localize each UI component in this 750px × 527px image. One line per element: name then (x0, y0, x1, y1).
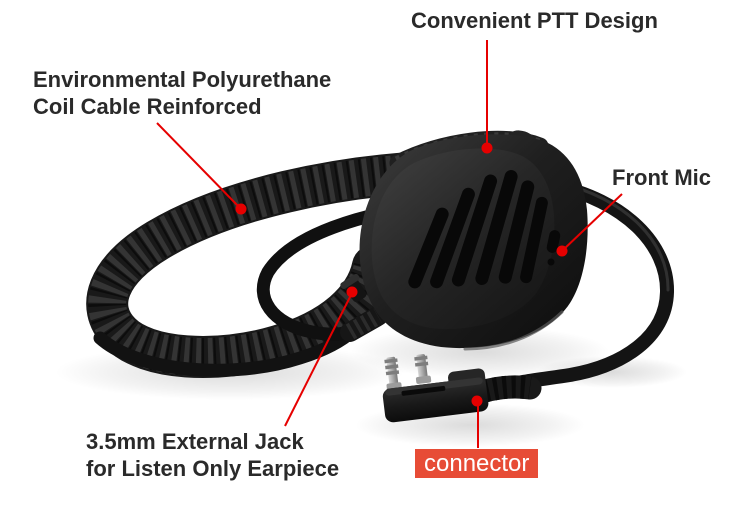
label-coil-cable-line1: Environmental Polyurethane (33, 67, 332, 92)
callouts (156, 40, 623, 448)
callout-connector (471, 395, 483, 448)
callout-dot-front-mic (556, 245, 568, 257)
label-front-mic: Front Mic (612, 165, 711, 190)
bottom-cable (93, 323, 361, 377)
callout-front-mic (556, 193, 623, 257)
label-coil-cable: Environmental Polyurethane Coil Cable Re… (33, 66, 331, 120)
front-mic-hole (547, 258, 555, 266)
callout-dot-connector (471, 395, 483, 407)
callout-dot-coil (235, 203, 247, 215)
speaker-grille-face (371, 148, 555, 330)
cable-boot (340, 306, 388, 342)
speaker-grille (408, 170, 561, 289)
speaker-mic-body (359, 134, 588, 351)
label-ptt-design: Convenient PTT Design (411, 8, 658, 33)
connector-strain-relief (473, 375, 542, 403)
callout-coil-cable (156, 122, 247, 215)
callout-dot-ptt (481, 142, 493, 154)
label-external-jack-line1: 3.5mm External Jack (86, 429, 304, 454)
callout-jack (284, 286, 358, 427)
label-external-jack-line2: for Listen Only Earpiece (86, 456, 340, 481)
callout-ptt (481, 40, 493, 154)
connector-plug (382, 354, 489, 423)
label-coil-cable-line2: Coil Cable Reinforced (33, 94, 262, 119)
callout-dot-jack (346, 286, 358, 298)
connector-badge: connector (415, 449, 539, 478)
label-external-jack: 3.5mm External Jack for Listen Only Earp… (86, 428, 339, 482)
inner-cable-loop (256, 197, 439, 341)
connector-pins (384, 354, 432, 391)
